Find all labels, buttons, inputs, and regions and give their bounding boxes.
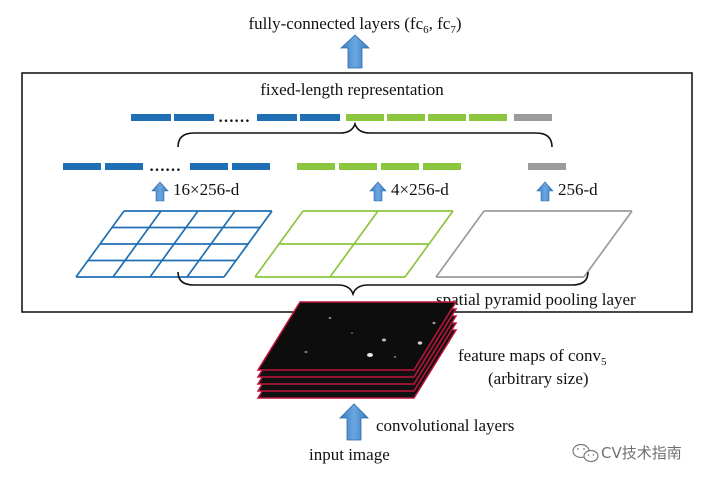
bin-1-segment [528,163,566,170]
grid-col-line [186,210,236,278]
watermark: CV技术指南 [572,443,682,463]
grid-col-line [149,210,199,278]
pooled-vector-1 [528,163,566,170]
vector-segment-blue [174,114,214,121]
bin-16-dots: …… [149,158,181,175]
wechat-icon [572,443,599,463]
lower-brace [177,271,589,297]
feature-map-stack [256,301,458,399]
conv-layers-label: convolutional layers [376,416,514,435]
vector-segment-blue [300,114,340,121]
arrow-1 [536,181,554,202]
activation-spots [304,317,436,358]
grid-col-line [223,210,273,278]
pyramid-level-4 [254,210,454,278]
fc-layers-label: fully-connected layers (fc6, fc7) [248,14,461,36]
grid-col-line [404,210,454,278]
bin-4-segment [381,163,419,170]
vector-segment-green [346,114,384,121]
grid-col-line [254,210,304,278]
bin-16-segment [190,163,228,170]
grid-col-line [75,210,125,278]
pyramid-level-1 [435,210,633,278]
upper-brace [177,121,553,148]
input-image-label: input image [309,445,390,464]
bin-16-segment [232,163,270,170]
grid-col-line [435,210,485,278]
vector-segment-gray [514,114,552,121]
arbitrary-size-label: (arbitrary size) [488,369,589,388]
grid-col-line [112,210,162,278]
fixed-length-label: fixed-length representation [260,80,444,99]
grid-col-line [583,210,633,278]
watermark-text: CV技术指南 [601,444,682,462]
feature-map-top [256,301,458,371]
pooled-vector-16: …… [63,158,270,175]
pyramid-grids [75,210,633,278]
vector-segment-green [469,114,507,121]
pooled-vector-4 [297,163,461,170]
bin-16-segment [63,163,101,170]
arrow-4 [369,181,387,202]
vector-segment-green [428,114,466,121]
fixed-length-vector: …… [131,109,552,126]
vector-dots: …… [218,109,250,126]
bin-16-segment [105,163,143,170]
dim-16-label: 16×256-d [173,180,240,199]
arrow-to-fc [339,34,371,69]
feature-maps-label: feature maps of conv5 [458,346,607,368]
pyramid-level-16 [75,210,273,278]
bin-4-segment [297,163,335,170]
vector-segment-blue [131,114,171,121]
arrow-to-feature-maps [339,403,369,441]
vector-segment-green [387,114,425,121]
vector-segment-blue [257,114,297,121]
grid-col-line [329,210,379,278]
arrow-16 [151,181,169,202]
spp-layer-label: spatial pyramid pooling layer [436,290,636,309]
dim-1-label: 256-d [558,180,598,199]
bin-4-segment [423,163,461,170]
bin-4-segment [339,163,377,170]
dim-4-label: 4×256-d [391,180,449,199]
